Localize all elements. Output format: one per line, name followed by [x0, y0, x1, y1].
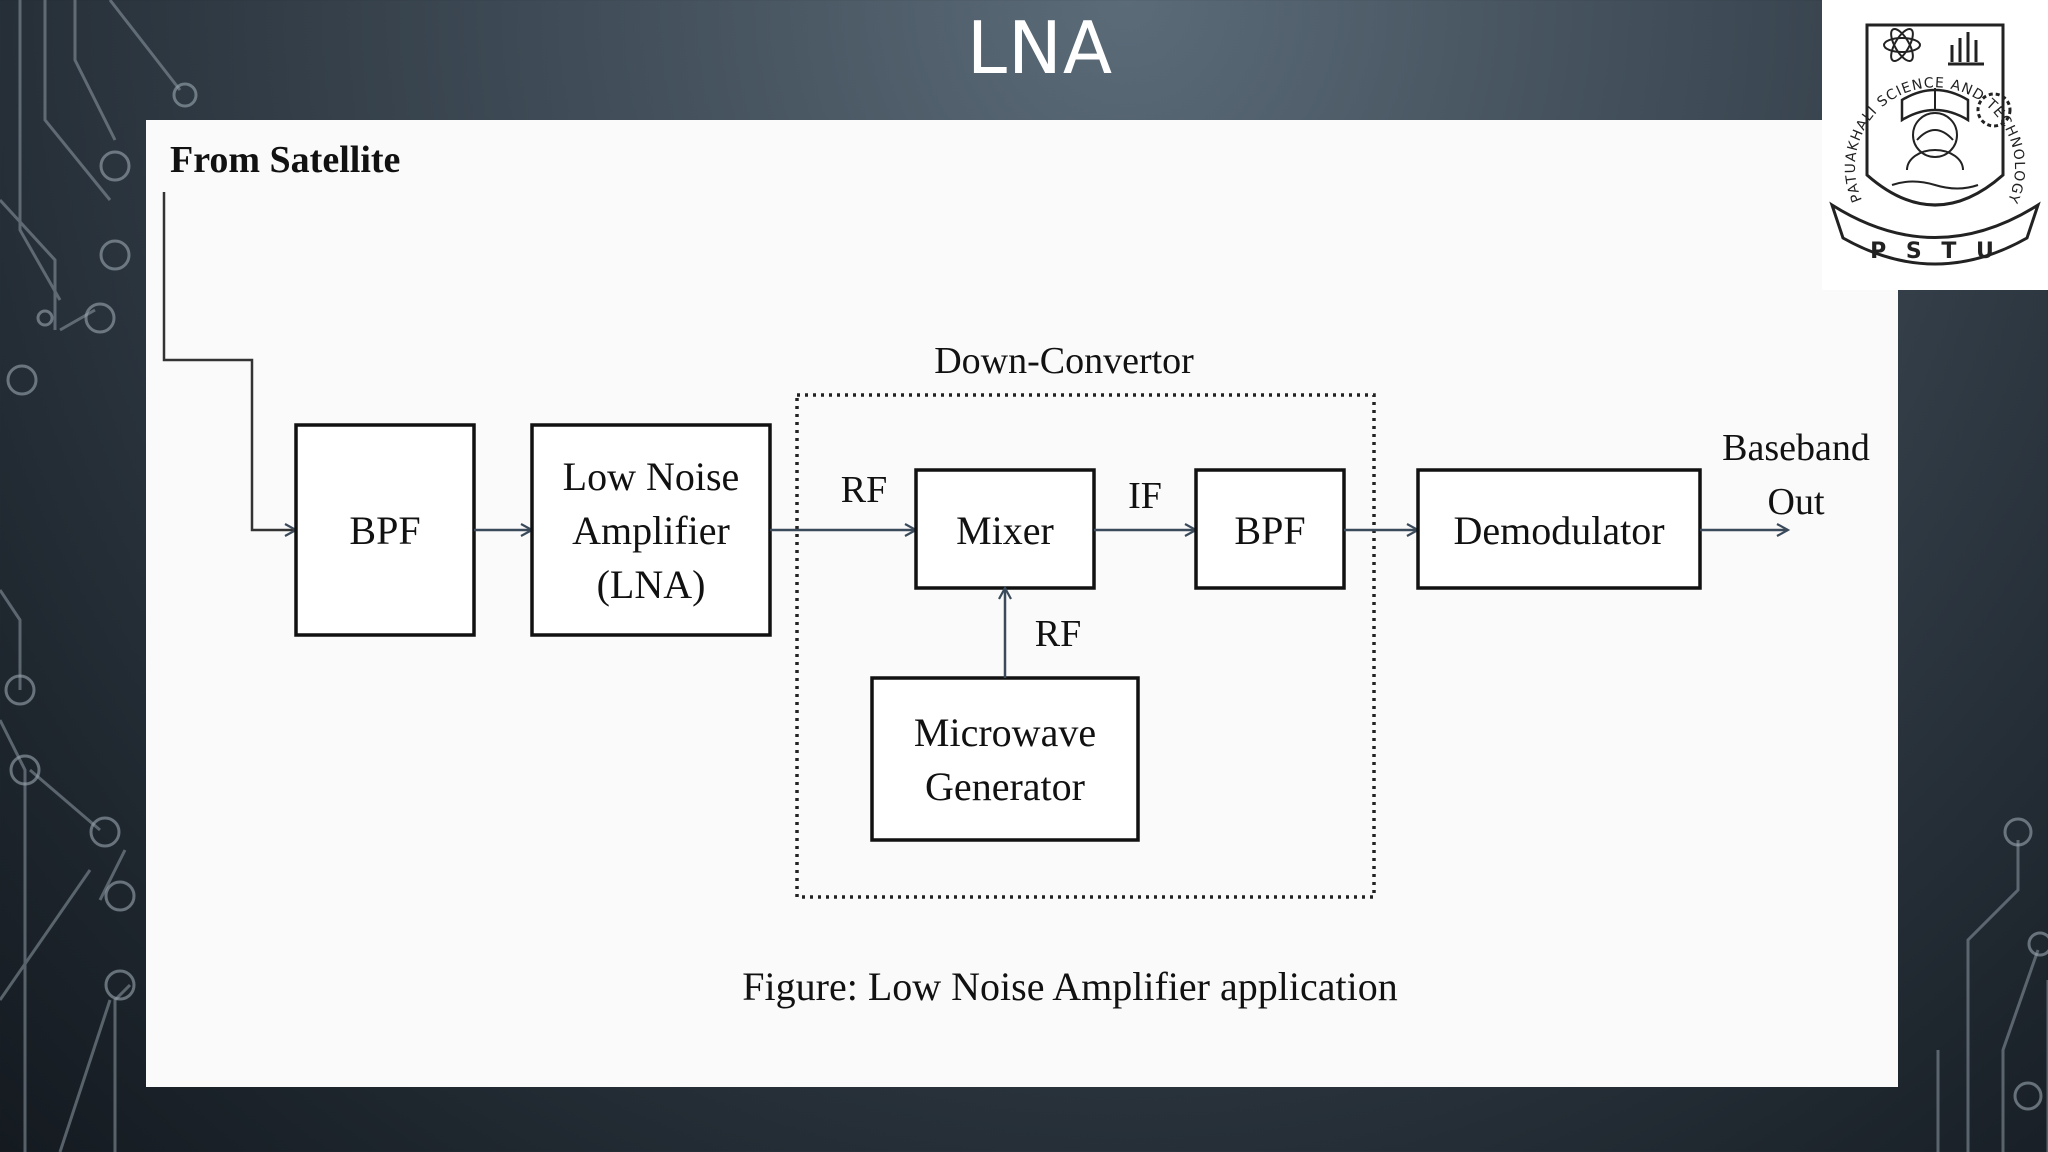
down-convertor-group	[795, 393, 1376, 899]
input-wire	[162, 192, 296, 530]
university-seal-icon: PATUAKHALI SCIENCE AND TECHNOLOGY UNIVER…	[1816, 0, 2041, 266]
microwave-generator-label-1: Microwave	[914, 710, 1096, 755]
output-label-1: Baseband	[1722, 427, 1870, 469]
microwave-generator-block	[870, 676, 1140, 842]
circuit-node	[9, 754, 41, 786]
mixer-block	[914, 468, 1096, 590]
block-diagram: From Satellite BPF Low Noise Amplifier (…	[162, 139, 1870, 1009]
logo-banner-text: P S T U	[1870, 239, 2000, 264]
figure-caption: Figure: Low Noise Amplifier application	[742, 964, 1397, 1009]
diagram-panel: From Satellite BPF Low Noise Amplifier (…	[146, 120, 1898, 1087]
rf-input-label: RF	[841, 469, 887, 511]
microwave-generator-label-2: Generator	[925, 764, 1085, 809]
demodulator-block-label: Demodulator	[1453, 508, 1664, 553]
bpf-block-2	[1194, 468, 1346, 590]
output-label-2: Out	[1768, 481, 1825, 523]
bpf-block-1-label: BPF	[349, 508, 420, 553]
circuit-node	[2027, 931, 2048, 957]
if-label: IF	[1128, 475, 1162, 517]
circuit-node	[99, 150, 131, 182]
slide-title: LNA	[966, 6, 1114, 90]
circuit-node	[89, 816, 121, 848]
circuit-node	[2003, 817, 2033, 847]
lna-block	[530, 423, 772, 637]
circuit-node	[36, 309, 54, 327]
circuit-node	[104, 969, 136, 1001]
circuit-node	[2013, 1081, 2043, 1111]
circuit-node	[172, 82, 198, 108]
down-convertor-label: Down-Convertor	[934, 340, 1194, 382]
university-logo: PATUAKHALI SCIENCE AND TECHNOLOGY UNIVER…	[1816, 0, 2048, 290]
circuit-decoration-left	[0, 0, 198, 1152]
circuit-node	[99, 239, 131, 271]
mixer-block-label: Mixer	[956, 508, 1054, 553]
demodulator-block	[1416, 468, 1702, 590]
circuit-node	[6, 364, 38, 396]
lna-block-label-3: (LNA)	[597, 562, 706, 607]
circuit-node	[104, 880, 136, 912]
circuit-node	[84, 302, 116, 334]
circuit-node	[4, 674, 36, 706]
input-label: From Satellite	[170, 139, 400, 181]
lna-block-label-1: Low Noise	[563, 454, 740, 499]
circuit-decoration-right	[1936, 817, 2048, 1152]
bpf-block-2-label: BPF	[1234, 508, 1305, 553]
rf-lo-label: RF	[1035, 613, 1081, 655]
lna-block-label-2: Amplifier	[572, 508, 730, 553]
